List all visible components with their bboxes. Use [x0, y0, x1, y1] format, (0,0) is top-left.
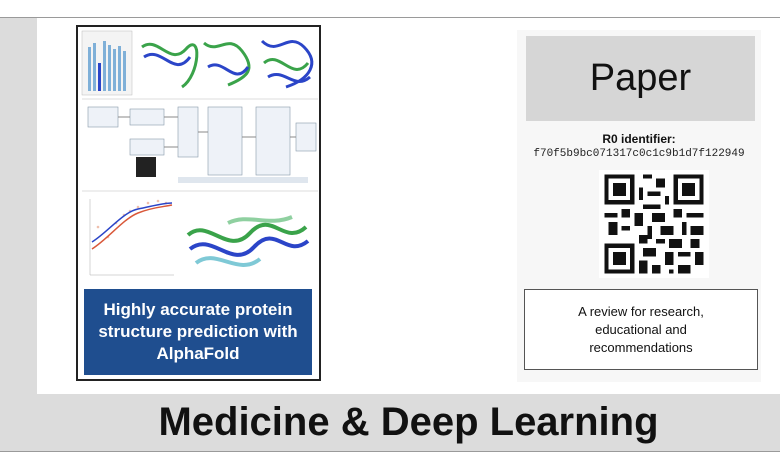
left-side-band: [0, 18, 37, 451]
bottom-rule: [0, 451, 780, 452]
top-rule: [0, 17, 780, 18]
figure-illustration: [81, 30, 318, 276]
qr-code-icon[interactable]: [599, 170, 709, 278]
paper-thumbnail[interactable]: Highly accurate protein structure predic…: [76, 25, 321, 381]
category-title: Medicine & Deep Learning: [37, 394, 780, 451]
qr-code-graphic: [600, 170, 708, 278]
review-description: A review for research, educational and r…: [524, 289, 758, 370]
content-type-tag: Paper: [526, 36, 755, 121]
identifier-label: R0 identifier:: [602, 132, 676, 146]
identifier-value: f70f5b9bc071317c0c1c9b1d7f122949: [533, 148, 745, 160]
paper-title-banner: Highly accurate protein structure predic…: [84, 289, 312, 375]
